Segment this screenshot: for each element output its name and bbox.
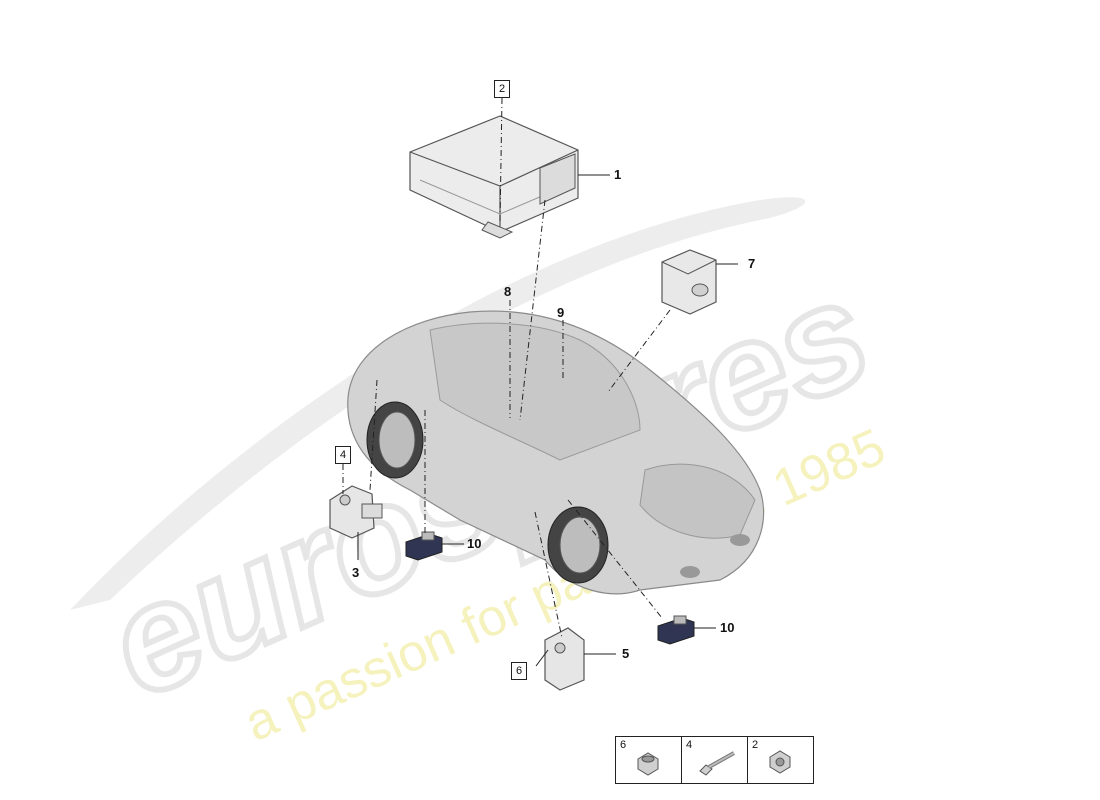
callout-8: 8 — [504, 284, 512, 299]
rear-crash-sensor — [544, 627, 585, 691]
callout-5: 5 — [622, 646, 630, 661]
impact-sensor-left — [405, 531, 443, 561]
front-crash-sensor — [329, 485, 383, 539]
impact-sensor-right — [657, 615, 695, 645]
callout-9: 9 — [557, 305, 565, 320]
sensor-bracket — [661, 249, 717, 315]
callout-10-right: 10 — [720, 620, 735, 635]
callout-6: 6 — [511, 662, 527, 680]
hardware-table: 6 4 2 — [615, 736, 814, 784]
hex-nut-icon — [769, 750, 791, 774]
bolt-icon — [699, 751, 735, 776]
callout-4: 4 — [335, 446, 351, 464]
callout-3: 3 — [352, 565, 360, 580]
callout-1: 1 — [614, 167, 622, 182]
car-body — [347, 310, 765, 595]
callout-7: 7 — [748, 256, 756, 271]
nut-icon — [637, 752, 659, 776]
callout-2: 2 — [494, 80, 510, 98]
hardware-cell: 2 — [748, 737, 813, 783]
watermark-swoosh — [70, 197, 806, 610]
hardware-cell: 6 — [616, 737, 682, 783]
hardware-number: 4 — [686, 739, 693, 751]
hardware-number: 6 — [620, 739, 627, 751]
leader-lines — [342, 97, 671, 639]
callout-10-left: 10 — [467, 536, 482, 551]
hardware-number: 2 — [752, 739, 759, 751]
callout-ticks — [357, 174, 738, 667]
control-unit — [409, 115, 579, 239]
hardware-cell: 4 — [682, 737, 748, 783]
